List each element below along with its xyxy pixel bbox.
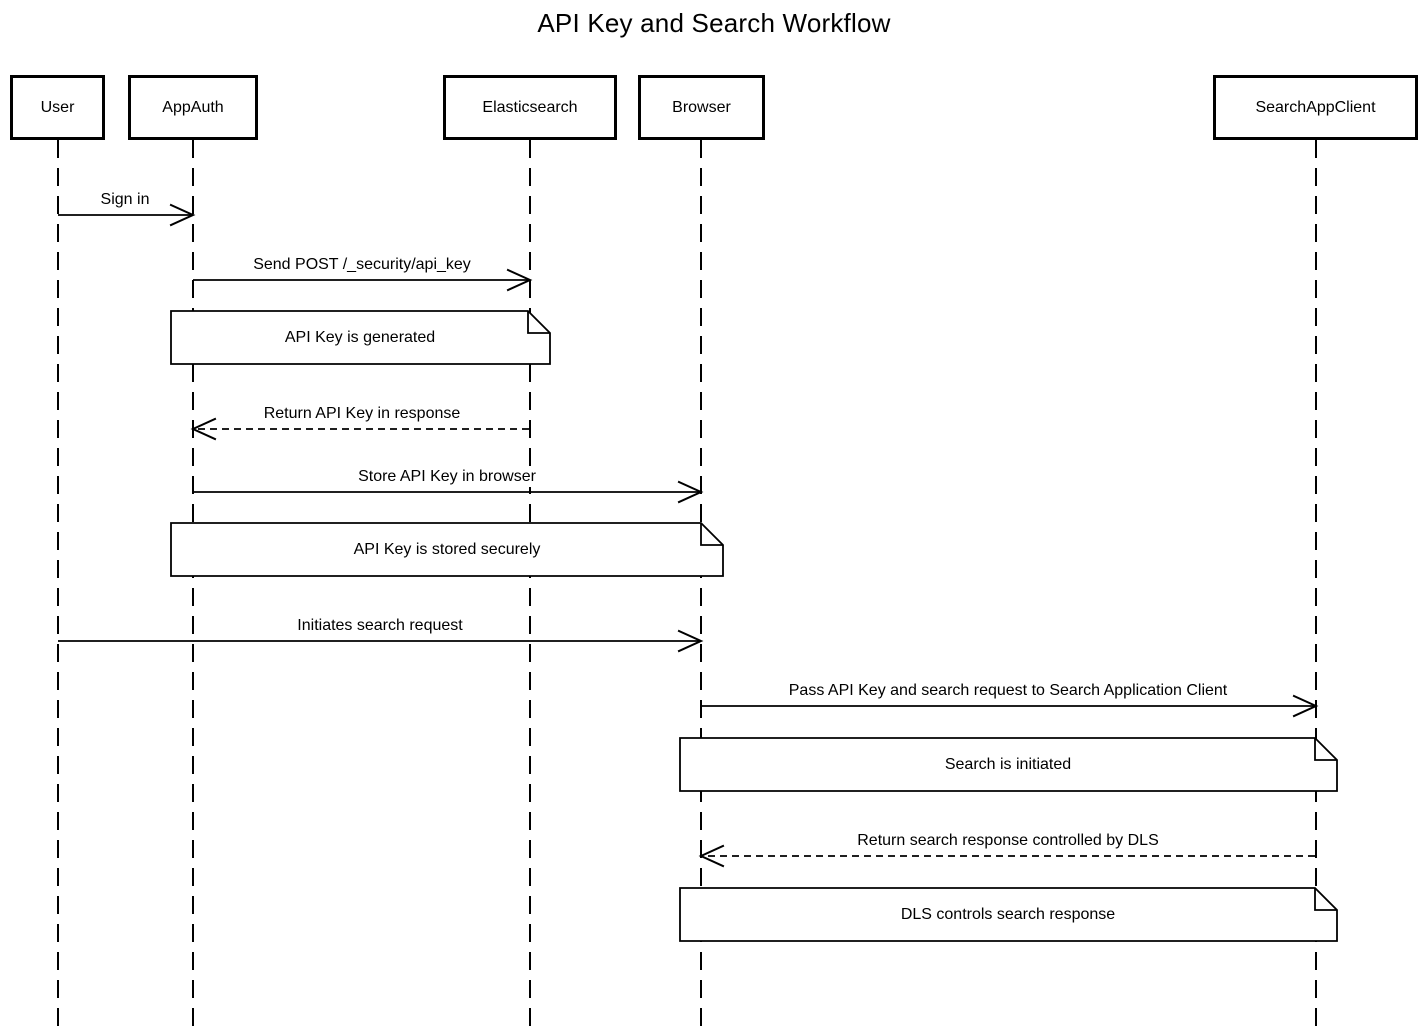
arrow-head-store-api-key bbox=[677, 480, 704, 504]
note-search-initiated bbox=[679, 737, 1338, 792]
note-label-api-key-generated: API Key is generated bbox=[284, 329, 436, 346]
arrow-head-initiates-search bbox=[677, 629, 704, 653]
message-label-sign-in: Sign in bbox=[94, 189, 156, 210]
note-label-dls-controls: DLS controls search response bbox=[900, 906, 1116, 923]
participant-searchappclient: SearchAppClient bbox=[1213, 75, 1418, 140]
note-api-key-generated bbox=[170, 310, 551, 365]
message-label-return-search-response: Return search response controlled by DLS bbox=[851, 830, 1165, 851]
note-fold-api-key-stored bbox=[700, 523, 723, 546]
note-dls-controls bbox=[679, 887, 1338, 942]
message-label-pass-api-key: Pass API Key and search request to Searc… bbox=[782, 680, 1234, 701]
note-api-key-stored bbox=[170, 522, 724, 577]
arrow-head-sign-in bbox=[169, 203, 196, 227]
participant-searchappclient-label: SearchAppClient bbox=[1255, 98, 1376, 116]
arrow-head-return-api-key bbox=[190, 417, 217, 441]
note-label-search-initiated: Search is initiated bbox=[944, 756, 1072, 773]
note-fold-api-key-generated bbox=[527, 311, 550, 334]
participant-elasticsearch: Elasticsearch bbox=[443, 75, 617, 140]
participant-browser: Browser bbox=[638, 75, 765, 140]
note-fold-search-initiated bbox=[1314, 738, 1337, 761]
arrow-head-send-post bbox=[506, 268, 533, 292]
note-fold-dls-controls bbox=[1314, 888, 1337, 911]
diagram-title: API Key and Search Workflow bbox=[537, 8, 891, 38]
arrow-head-return-search-response bbox=[698, 844, 725, 868]
participant-appauth: AppAuth bbox=[128, 75, 258, 140]
message-label-send-post: Send POST /_security/api_key bbox=[247, 254, 477, 275]
participant-appauth-label: AppAuth bbox=[162, 98, 224, 116]
participant-elasticsearch-label: Elasticsearch bbox=[482, 98, 578, 116]
message-label-return-api-key: Return API Key in response bbox=[257, 403, 467, 424]
arrow-head-pass-api-key bbox=[1292, 694, 1319, 718]
note-label-api-key-stored: API Key is stored securely bbox=[353, 541, 541, 558]
message-label-store-api-key: Store API Key in browser bbox=[352, 466, 542, 487]
participant-user-label: User bbox=[40, 98, 75, 116]
participant-browser-label: Browser bbox=[672, 98, 731, 116]
participant-user: User bbox=[10, 75, 105, 140]
message-label-initiates-search: Initiates search request bbox=[291, 615, 469, 636]
